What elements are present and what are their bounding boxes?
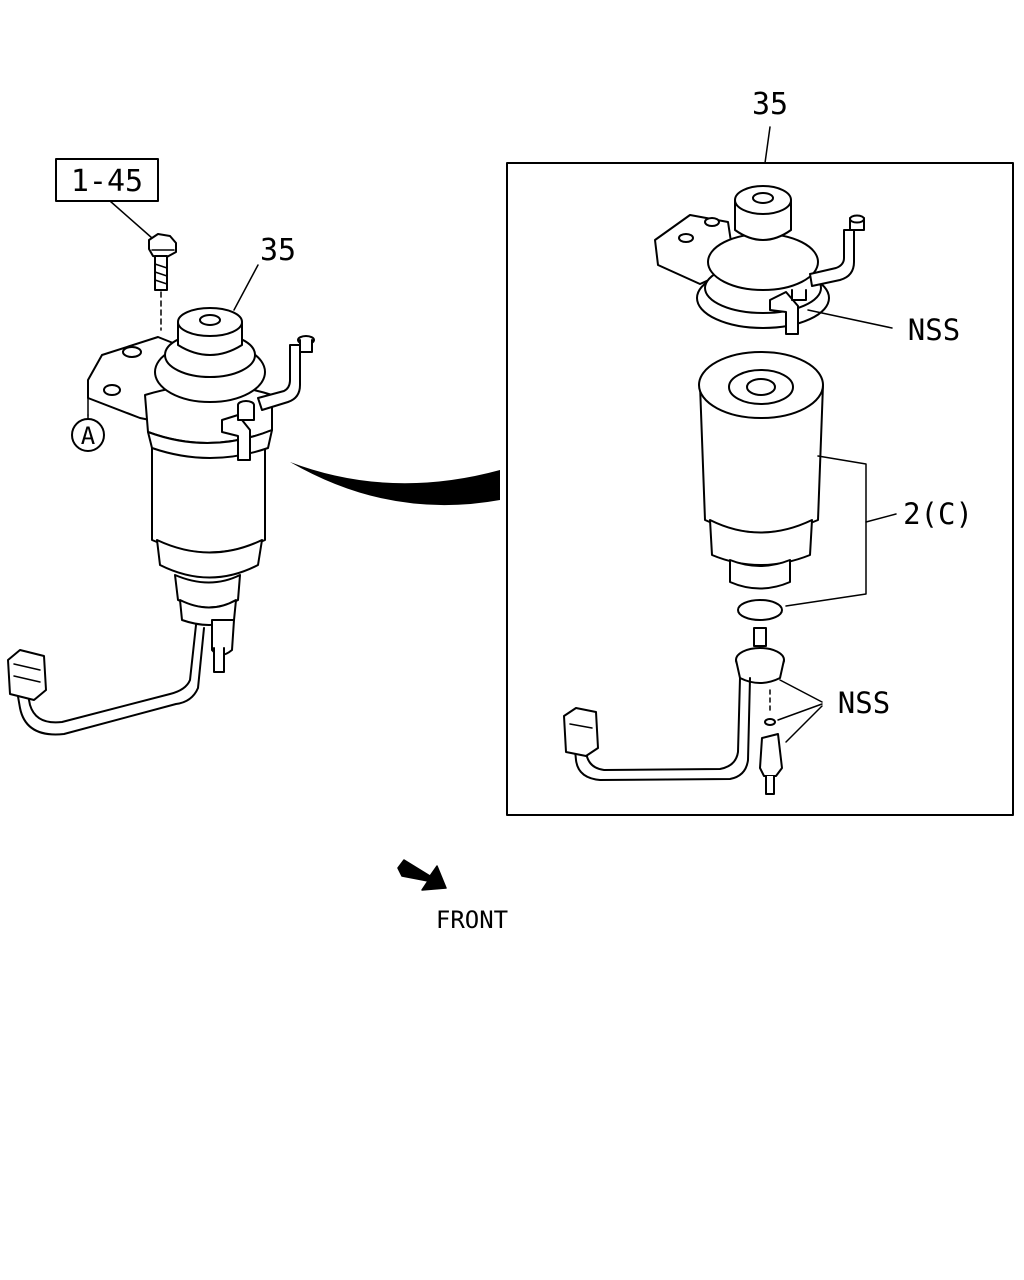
detail-sweep [290,462,500,506]
part-2c-callout: 2(C) [737,455,973,621]
part-35-right-label: 35 [752,87,788,122]
front-arrow-icon [397,859,447,891]
circle-a-label: A [81,422,96,450]
part-35-left-label: 35 [260,233,296,268]
nss-top-label: NSS [908,313,960,347]
nss-bottom-callout: NSS [777,679,890,743]
filter-assembly-left [7,307,315,736]
filter-cartridge [698,351,824,590]
filter-head-exploded [654,185,865,335]
part-35-left-callout: 35 [233,233,296,311]
part-2c-label: 2(C) [903,497,973,531]
front-label: FRONT [436,906,508,934]
circle-a-callout: A [71,414,105,452]
mounting-bolt [148,233,177,331]
ref-box-label: 1-45 [71,164,143,199]
detail-box: 35 [506,87,1014,816]
nss-bottom-label: NSS [838,686,890,720]
ref-box-callout: 1-45 [55,158,159,239]
water-sensor-exploded [563,627,785,795]
front-indicator: FRONT [397,859,508,934]
nss-top-callout: NSS [807,309,960,347]
